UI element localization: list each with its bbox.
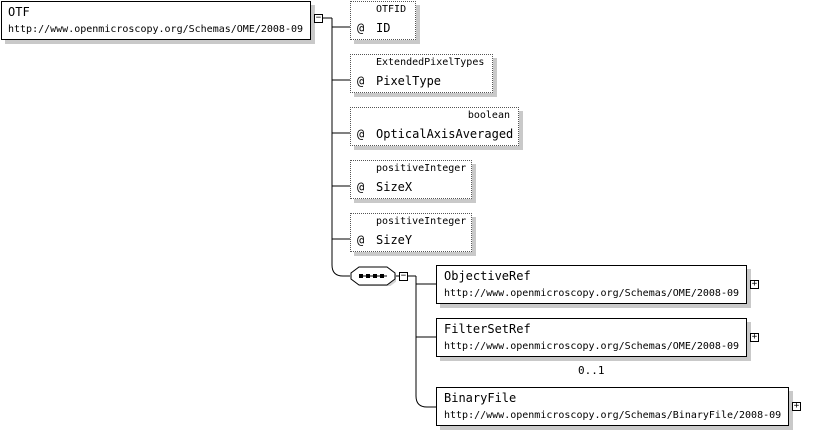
attribute-type: ExtendedPixelTypes [376,57,485,68]
element-binaryfile[interactable]: BinaryFile http://www.openmicroscopy.org… [436,387,789,426]
element-name: OTF [8,5,30,19]
attribute-marker: @ [357,233,365,247]
element-namespace: http://www.openmicroscopy.org/Schemas/OM… [444,288,740,299]
attribute-type: positiveInteger [376,163,467,174]
attribute-sizey[interactable]: positiveInteger @ SizeY [350,213,472,252]
attribute-type: OTFID [376,4,407,15]
attribute-marker: @ [357,21,365,35]
sequence-compositor-icon[interactable] [350,266,396,286]
attribute-name: PixelType [376,74,442,88]
attribute-opticalaxisaveraged[interactable]: boolean @ OpticalAxisAveraged [350,107,519,146]
element-name: BinaryFile [444,391,517,405]
attribute-id[interactable]: OTFID @ ID [350,1,416,40]
collapse-minus-icon[interactable]: − [399,271,408,281]
collapse-minus-icon[interactable]: − [314,13,323,23]
element-name: ObjectiveRef [444,269,531,283]
attribute-sizex[interactable]: positiveInteger @ SizeX [350,160,472,199]
element-namespace: http://www.openmicroscopy.org/Schemas/OM… [444,341,740,352]
attribute-pixeltype[interactable]: ExtendedPixelTypes @ PixelType [350,54,493,93]
attribute-marker: @ [357,74,365,88]
attribute-name: SizeY [376,233,413,247]
attribute-type: boolean [467,110,510,121]
attribute-name: SizeX [376,180,413,194]
expand-plus-icon[interactable]: + [750,279,759,289]
element-namespace: http://www.openmicroscopy.org/Schemas/OM… [8,24,304,35]
element-name: FilterSetRef [444,322,531,336]
element-otf[interactable]: OTF http://www.openmicroscopy.org/Schema… [1,1,311,40]
attribute-marker: @ [357,127,365,141]
expand-plus-icon[interactable]: + [792,401,801,411]
attribute-name: ID [376,21,391,35]
occurrence-label: 0..1 [578,364,605,377]
expand-plus-icon[interactable]: + [750,332,759,342]
element-namespace: http://www.openmicroscopy.org/Schemas/Bi… [444,410,782,421]
attribute-name: OpticalAxisAveraged [376,127,514,141]
attribute-type: positiveInteger [376,216,467,227]
attribute-marker: @ [357,180,365,194]
element-objectiveref[interactable]: ObjectiveRef http://www.openmicroscopy.o… [436,265,747,304]
element-filtersetref[interactable]: FilterSetRef http://www.openmicroscopy.o… [436,318,747,357]
